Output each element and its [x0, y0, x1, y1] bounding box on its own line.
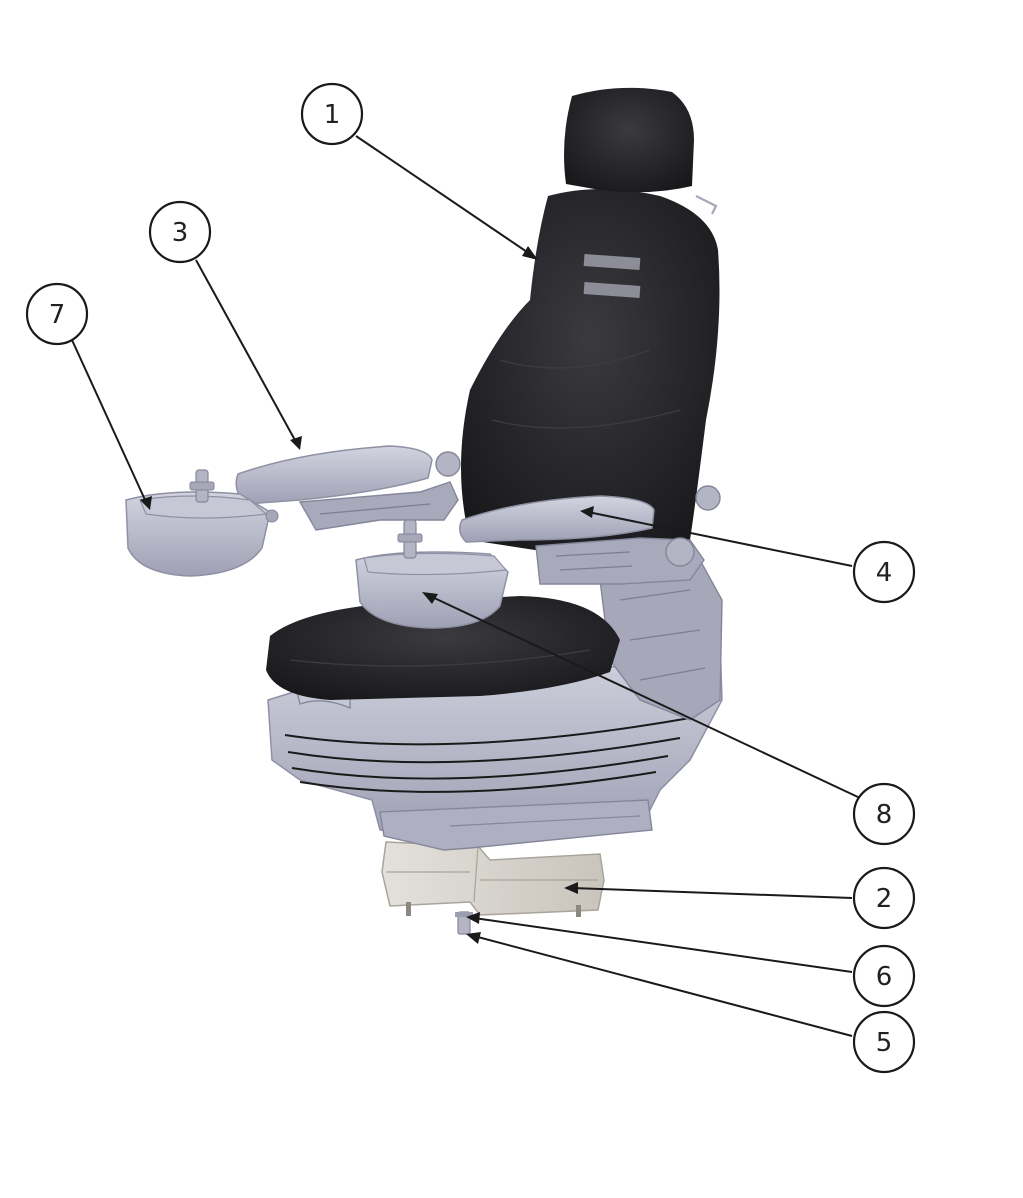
mounting-bracket — [381, 841, 605, 917]
callout-3-label: 3 — [172, 218, 189, 248]
callout-8: 8 — [852, 782, 916, 846]
leader-line-5 — [473, 935, 853, 1037]
left-control-pod — [125, 469, 279, 577]
headrest — [564, 87, 718, 215]
leader-line-3 — [195, 259, 297, 443]
leader-line-1 — [355, 135, 531, 255]
callout-7: 7 — [25, 282, 89, 346]
callout-1: 1 — [300, 82, 364, 146]
leader-line-7 — [71, 339, 147, 503]
callout-5-label: 5 — [876, 1028, 893, 1058]
mounting-pin — [455, 911, 473, 935]
callout-6-label: 6 — [876, 962, 893, 992]
backrest — [461, 189, 720, 560]
left-armrest — [235, 445, 461, 531]
callout-3: 3 — [148, 200, 212, 264]
callout-4: 4 — [852, 540, 916, 604]
callout-7-label: 7 — [49, 300, 66, 330]
leader-line-4 — [587, 511, 853, 567]
callout-6: 6 — [852, 944, 916, 1008]
right-armrest — [459, 485, 721, 585]
callout-1-label: 1 — [324, 100, 341, 130]
leader-lines — [71, 135, 861, 1037]
center-control-pod — [355, 519, 509, 629]
callout-4-label: 4 — [876, 558, 893, 588]
leader-line-8 — [429, 595, 861, 799]
callout-5: 5 — [852, 1010, 916, 1074]
callout-2-label: 2 — [876, 884, 893, 914]
seat-illustration — [125, 87, 723, 935]
leader-line-2 — [571, 887, 853, 899]
seat-cushion — [266, 596, 620, 700]
callout-2: 2 — [852, 866, 916, 930]
leader-line-6 — [473, 917, 853, 973]
callout-8-label: 8 — [876, 800, 893, 830]
